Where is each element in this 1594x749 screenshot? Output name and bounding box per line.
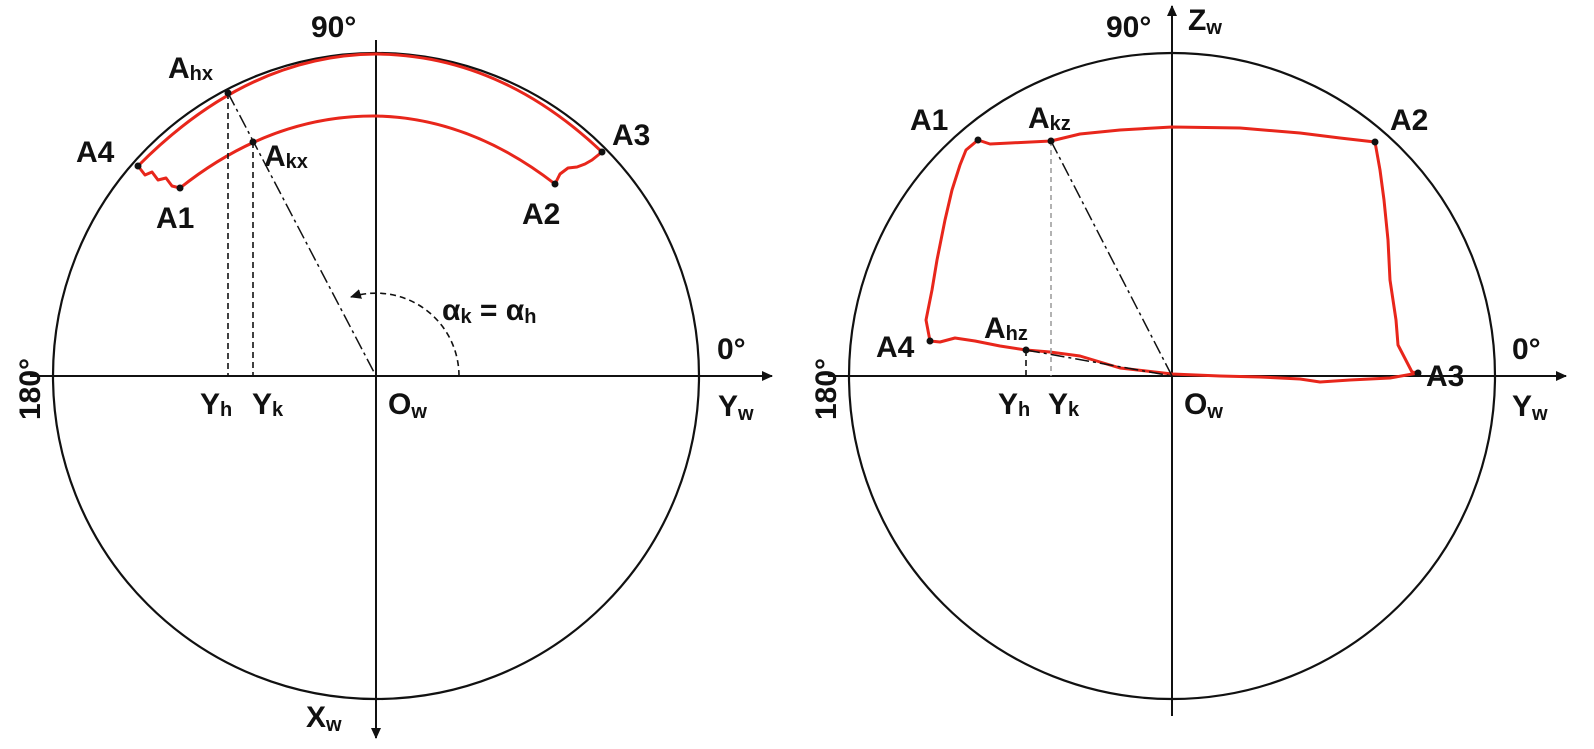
right-angle-0-label: 0° — [1512, 333, 1541, 366]
left-side-a4-a1 — [136, 165, 181, 190]
left-point-akx — [249, 138, 257, 146]
right-yh-tick-label: Yh — [998, 388, 1030, 421]
left-angle-0-label: 0° — [717, 333, 746, 366]
left-angle-equation: αk = αh — [442, 294, 536, 328]
left-ahx-ray — [227, 92, 377, 377]
right-point-a3 — [1414, 369, 1422, 377]
right-angle-90-label: 90° — [1106, 11, 1151, 44]
left-outer-arc-path — [136, 52, 604, 168]
right-point-akz — [1047, 137, 1055, 145]
right-a3-label: A3 — [1426, 360, 1464, 393]
left-point-a1 — [176, 184, 184, 192]
right-ahz-label: Ahz — [984, 312, 1028, 345]
left-point-a4 — [134, 162, 142, 170]
left-angle-180-label: 180° — [14, 358, 47, 420]
right-axis-y-label: Yw — [1512, 390, 1548, 425]
right-a2-label: A2 — [1390, 104, 1428, 137]
left-axis-y-label: Yw — [718, 390, 754, 425]
left-a2-label: A2 — [522, 198, 560, 231]
left-point-a2 — [551, 180, 559, 188]
left-yk-tick-label: Yk — [252, 388, 284, 421]
left-point-a3 — [598, 148, 606, 156]
left-angle-arc — [350, 289, 460, 377]
right-point-ahz — [1022, 346, 1030, 354]
left-a1-label: A1 — [156, 202, 194, 235]
left-akx-label: Akx — [264, 140, 308, 173]
left-diagram: 90° 0° 180° Yw Xw Ow A4 A1 A2 A3 Ahx Akx… — [14, 11, 773, 739]
right-region-path — [924, 125, 1420, 384]
right-diagram: 90° 0° 180° Zw Yw Ow A1 Akz A2 A4 Ahz A3… — [810, 4, 1567, 716]
left-angle-90-label: 90° — [311, 11, 356, 44]
right-point-a4 — [926, 337, 934, 345]
right-akz-ray — [1050, 140, 1173, 377]
left-point-ahx — [224, 89, 232, 97]
left-origin-label: Ow — [388, 388, 427, 423]
left-a4-label: A4 — [76, 136, 115, 169]
right-point-a2 — [1371, 138, 1379, 146]
right-angle-180-label: 180° — [810, 358, 843, 420]
right-yk-tick-label: Yk — [1048, 388, 1080, 421]
left-a3-label: A3 — [612, 119, 650, 152]
right-akz-label: Akz — [1028, 102, 1071, 135]
right-a1-label: A1 — [910, 104, 948, 137]
left-side-a3-a2 — [553, 150, 603, 185]
right-origin-label: Ow — [1184, 388, 1223, 423]
right-axis-z-label: Zw — [1188, 4, 1222, 39]
left-inner-arc-path — [179, 114, 556, 190]
left-yh-tick-label: Yh — [200, 388, 232, 421]
left-axis-x-label: Xw — [306, 701, 342, 736]
right-point-a1 — [974, 136, 982, 144]
right-a4-label: A4 — [876, 331, 915, 364]
left-ahx-label: Ahx — [168, 52, 213, 85]
